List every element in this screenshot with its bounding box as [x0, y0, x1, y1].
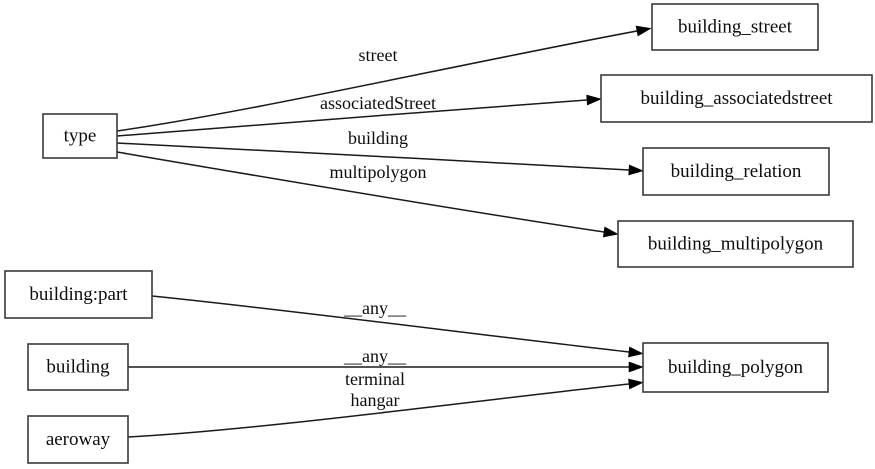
- node-box[interactable]: [4, 270, 153, 319]
- node-box[interactable]: [642, 342, 829, 393]
- node-box[interactable]: [600, 74, 873, 123]
- edge-building-to-building-polygon-any: [128, 361, 644, 373]
- edge-line: [116, 30, 638, 132]
- node-label: building_polygon: [668, 357, 804, 378]
- edge-labels-layer: street associatedStreet building multipolyg…: [320, 45, 436, 410]
- edge-label-associatedstreet: associatedStreet: [320, 93, 436, 113]
- node-label: type: [64, 125, 97, 146]
- edge-line: [116, 142, 630, 171]
- node-label: building_street: [678, 16, 793, 37]
- edge-line: [116, 151, 605, 233]
- node-box[interactable]: [42, 113, 118, 159]
- edge-arrowhead: [586, 94, 602, 106]
- edge-line: [127, 383, 630, 438]
- node-box[interactable]: [651, 3, 819, 51]
- node-building-part[interactable]: building:part: [4, 270, 153, 319]
- edge-line: [116, 99, 588, 137]
- edges-layer: [116, 25, 652, 438]
- edge-type-to-building-relation-building: [116, 142, 644, 176]
- node-building-street[interactable]: building_street: [651, 3, 819, 51]
- edge-label-building: building: [348, 128, 408, 148]
- node-label: aeroway: [46, 429, 111, 450]
- node-building-relation[interactable]: building_relation: [642, 147, 830, 196]
- node-aeroway[interactable]: aeroway: [27, 415, 129, 464]
- edge-label-any: __any__: [343, 298, 407, 318]
- edge-label-multipolygon: multipolygon: [329, 162, 426, 182]
- node-box[interactable]: [642, 147, 830, 196]
- edge-building-part-to-building-polygon-any: [151, 295, 644, 358]
- node-label: building: [46, 356, 110, 377]
- node-label: building_relation: [671, 161, 802, 182]
- node-box[interactable]: [27, 343, 129, 391]
- node-building-multipolygon[interactable]: building_multipolygon: [617, 220, 854, 268]
- node-type[interactable]: type: [42, 113, 118, 159]
- edge-type-to-building-multipolygon-multipolygon: [116, 151, 619, 238]
- edge-arrowhead: [628, 346, 644, 358]
- node-label: building:part: [29, 284, 128, 305]
- edge-line: [151, 295, 630, 353]
- edge-label-terminal: terminal: [345, 369, 405, 389]
- node-label: building_multipolygon: [648, 233, 824, 254]
- edge-arrowhead: [635, 25, 652, 37]
- edge-aeroway-to-building-polygon-hangar: [127, 378, 644, 438]
- node-box[interactable]: [617, 220, 854, 268]
- edge-arrowhead: [628, 378, 644, 390]
- nodes-layer: type building_street building_associatedst…: [4, 3, 873, 464]
- node-box[interactable]: [27, 415, 129, 464]
- node-building[interactable]: building: [27, 343, 129, 391]
- edge-arrowhead: [628, 361, 644, 373]
- edge-arrowhead: [628, 164, 644, 176]
- edge-label-street: street: [359, 45, 398, 65]
- node-label: building_associatedstreet: [640, 88, 833, 109]
- edge-type-to-building-associatedstreet-associatedstreet: [116, 94, 602, 137]
- edge-arrowhead: [602, 226, 619, 238]
- node-building-associatedstreet[interactable]: building_associatedstreet: [600, 74, 873, 123]
- node-building-polygon[interactable]: building_polygon: [642, 342, 829, 393]
- edge-label-any: __any__: [343, 346, 407, 366]
- edge-label-hangar: hangar: [351, 390, 400, 410]
- edge-type-to-building-street-street: [116, 25, 652, 132]
